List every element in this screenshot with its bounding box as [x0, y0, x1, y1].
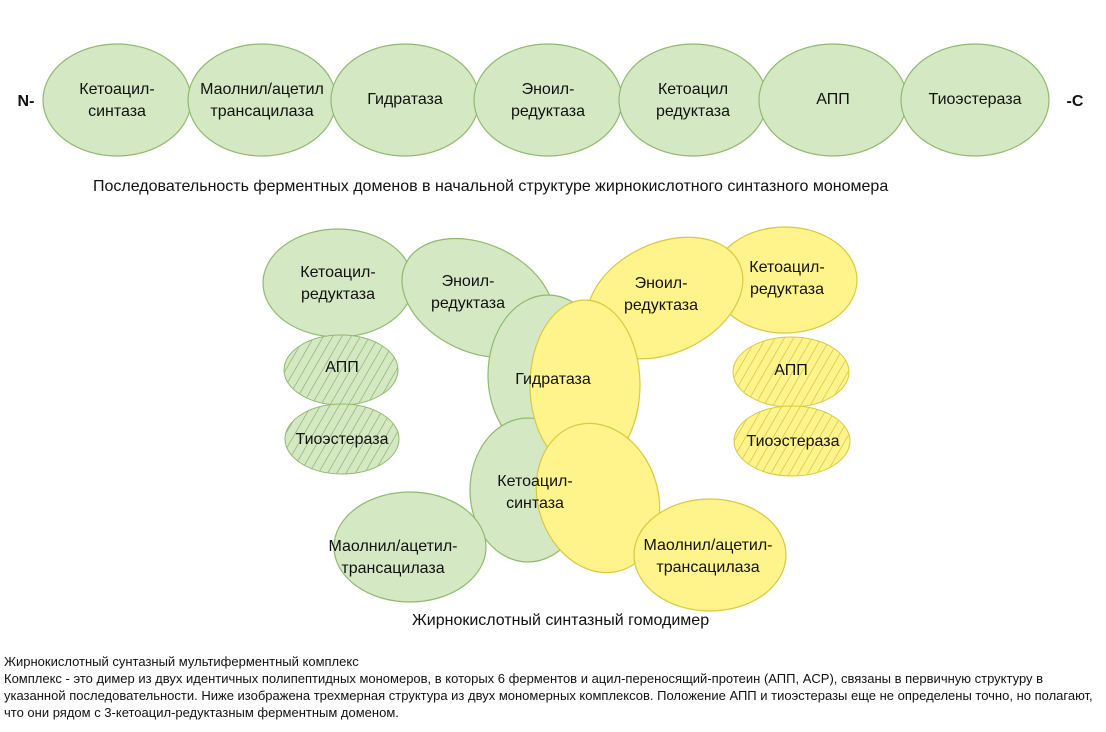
monomer-label-ketoacyl-synthase: Кетоацил-синтаза	[79, 81, 154, 120]
description: Жирнокислотный сунтазный мультиферментны…	[4, 653, 1104, 721]
description-title: Жирнокислотный сунтазный мультиферментны…	[4, 654, 359, 669]
monomer-label-hydratase: Гидратаза	[367, 91, 443, 108]
yellow-enoyl-reductase-label: Эноил-редуктаза	[624, 275, 698, 314]
ketoacyl-synthase-label: Кетоацил-синтаза	[497, 473, 572, 512]
green-ketoacyl-reductase-label: Кетоацил-редуктаза	[300, 264, 375, 303]
green-acp-label: АПП	[325, 359, 359, 376]
dimer-caption: Жирнокислотный синтазный гомодимер	[412, 612, 710, 629]
hydratase-label: Гидратаза	[515, 371, 591, 388]
yellow-thioesterase-domain	[733, 405, 851, 477]
green-transacylase-domain	[333, 491, 487, 603]
green-ketoacyl-reductase-domain	[262, 228, 414, 338]
green-transacylase-label: Маолнил/ацетил-трансацилаза	[328, 538, 457, 577]
monomer-domain-enoyl-reductase	[473, 43, 623, 157]
monomer-domain-ketoacyl-synthase	[42, 43, 192, 157]
c-terminus-label: -C	[1067, 93, 1084, 110]
monomer-caption: Последовательность ферментных доменов в …	[93, 178, 889, 195]
monomer-label-enoyl-reductase: Эноил-редуктаза	[511, 81, 585, 120]
green-thioesterase-domain	[284, 403, 400, 475]
monomer-domain-ketoacyl-reductase	[618, 43, 768, 157]
description-body: Комплекс - это димер из двух идентичных …	[4, 671, 1093, 720]
green-enoyl-reductase-label: Эноил-редуктаза	[431, 273, 505, 312]
yellow-acp-label: АПП	[774, 362, 808, 379]
monomer-domain-thioesterase	[900, 43, 1050, 157]
green-thioesterase-label: Тиоэстераза	[296, 431, 389, 448]
monomer-domain-transacylase	[187, 43, 337, 157]
yellow-ketoacyl-reductase-label: Кетоацил-редуктаза	[749, 259, 824, 298]
n-terminus-label: N-	[18, 93, 35, 110]
yellow-transacylase-domain	[633, 498, 787, 612]
yellow-thioesterase-label: Тиоэстераза	[747, 433, 840, 450]
monomer-label-thioesterase: Тиоэстераза	[929, 91, 1022, 108]
monomer-label-acp: АПП	[816, 91, 850, 108]
yellow-ketoacyl-synthase-domain	[535, 422, 661, 574]
yellow-transacylase-label: Маолнил/ацетил-трансацилаза	[643, 537, 772, 576]
